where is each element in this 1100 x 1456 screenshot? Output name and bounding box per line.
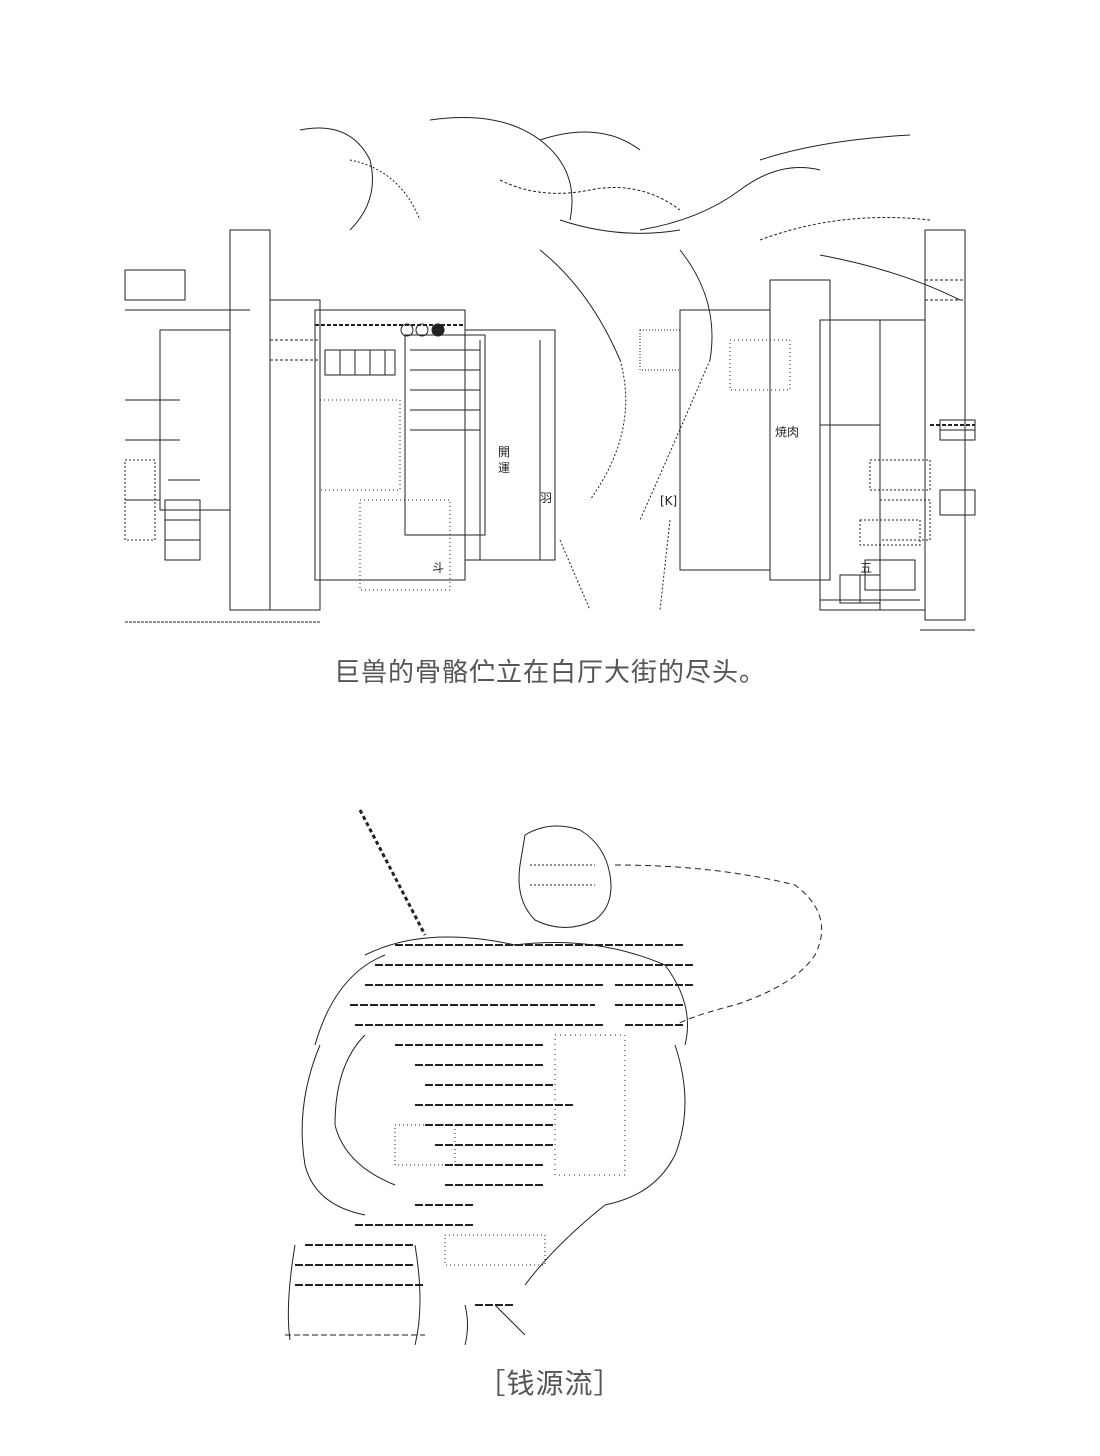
caption-bottom: ［钱源流］ — [0, 1362, 1100, 1402]
sign-go: 五 — [860, 561, 872, 575]
sign-yakiniku: 焼肉 — [775, 425, 799, 439]
street-scene-illustration: 焼肉 開 運 羽 [K] 五 斗 — [120, 100, 980, 640]
sign-unten: 運 — [498, 461, 510, 475]
sign-k: [K] — [660, 494, 677, 508]
open-bracket: ［ — [477, 1367, 507, 1400]
street-scene-svg: 焼肉 開 運 羽 [K] 五 斗 — [124, 117, 976, 631]
caption-top: 巨兽的骨骼伫立在白厅大街的尽头。 — [333, 658, 766, 688]
figure-svg — [285, 809, 823, 1346]
figure-illustration — [275, 805, 835, 1350]
sign-kaimon: 開 — [498, 445, 510, 459]
speaker-name: 钱源流 — [506, 1367, 594, 1400]
close-bracket: ］ — [593, 1367, 623, 1400]
sign-to: 斗 — [432, 561, 444, 575]
sign-hane: 羽 — [540, 491, 552, 505]
